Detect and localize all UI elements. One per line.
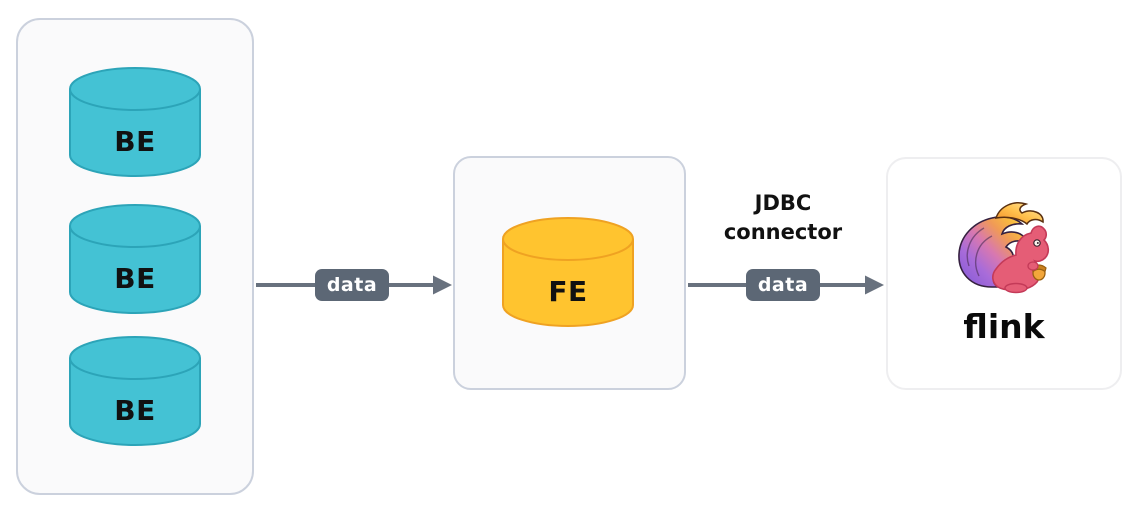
data-badge-2: data <box>746 269 820 301</box>
database-cylinder-icon <box>69 67 201 177</box>
flink-panel <box>886 157 1122 390</box>
be-node-2-label: BE <box>114 262 156 295</box>
database-cylinder-icon <box>69 204 201 314</box>
flink-squirrel-icon <box>958 202 1050 294</box>
data-badge-1: data <box>315 269 389 301</box>
be-node-3 <box>68 335 202 447</box>
be-node-1-label: BE <box>114 125 156 158</box>
fe-node <box>501 216 635 328</box>
be-node-3-label: BE <box>114 394 156 427</box>
database-cylinder-icon <box>502 217 634 327</box>
be-node-2 <box>68 203 202 315</box>
be-node-1 <box>68 66 202 178</box>
database-cylinder-icon <box>69 336 201 446</box>
fe-node-label: FE <box>548 275 588 308</box>
jdbc-connector-annotation: JDBC connector <box>723 191 843 244</box>
flink-label: flink <box>963 307 1045 346</box>
flink-squirrel-logo <box>952 196 1052 296</box>
